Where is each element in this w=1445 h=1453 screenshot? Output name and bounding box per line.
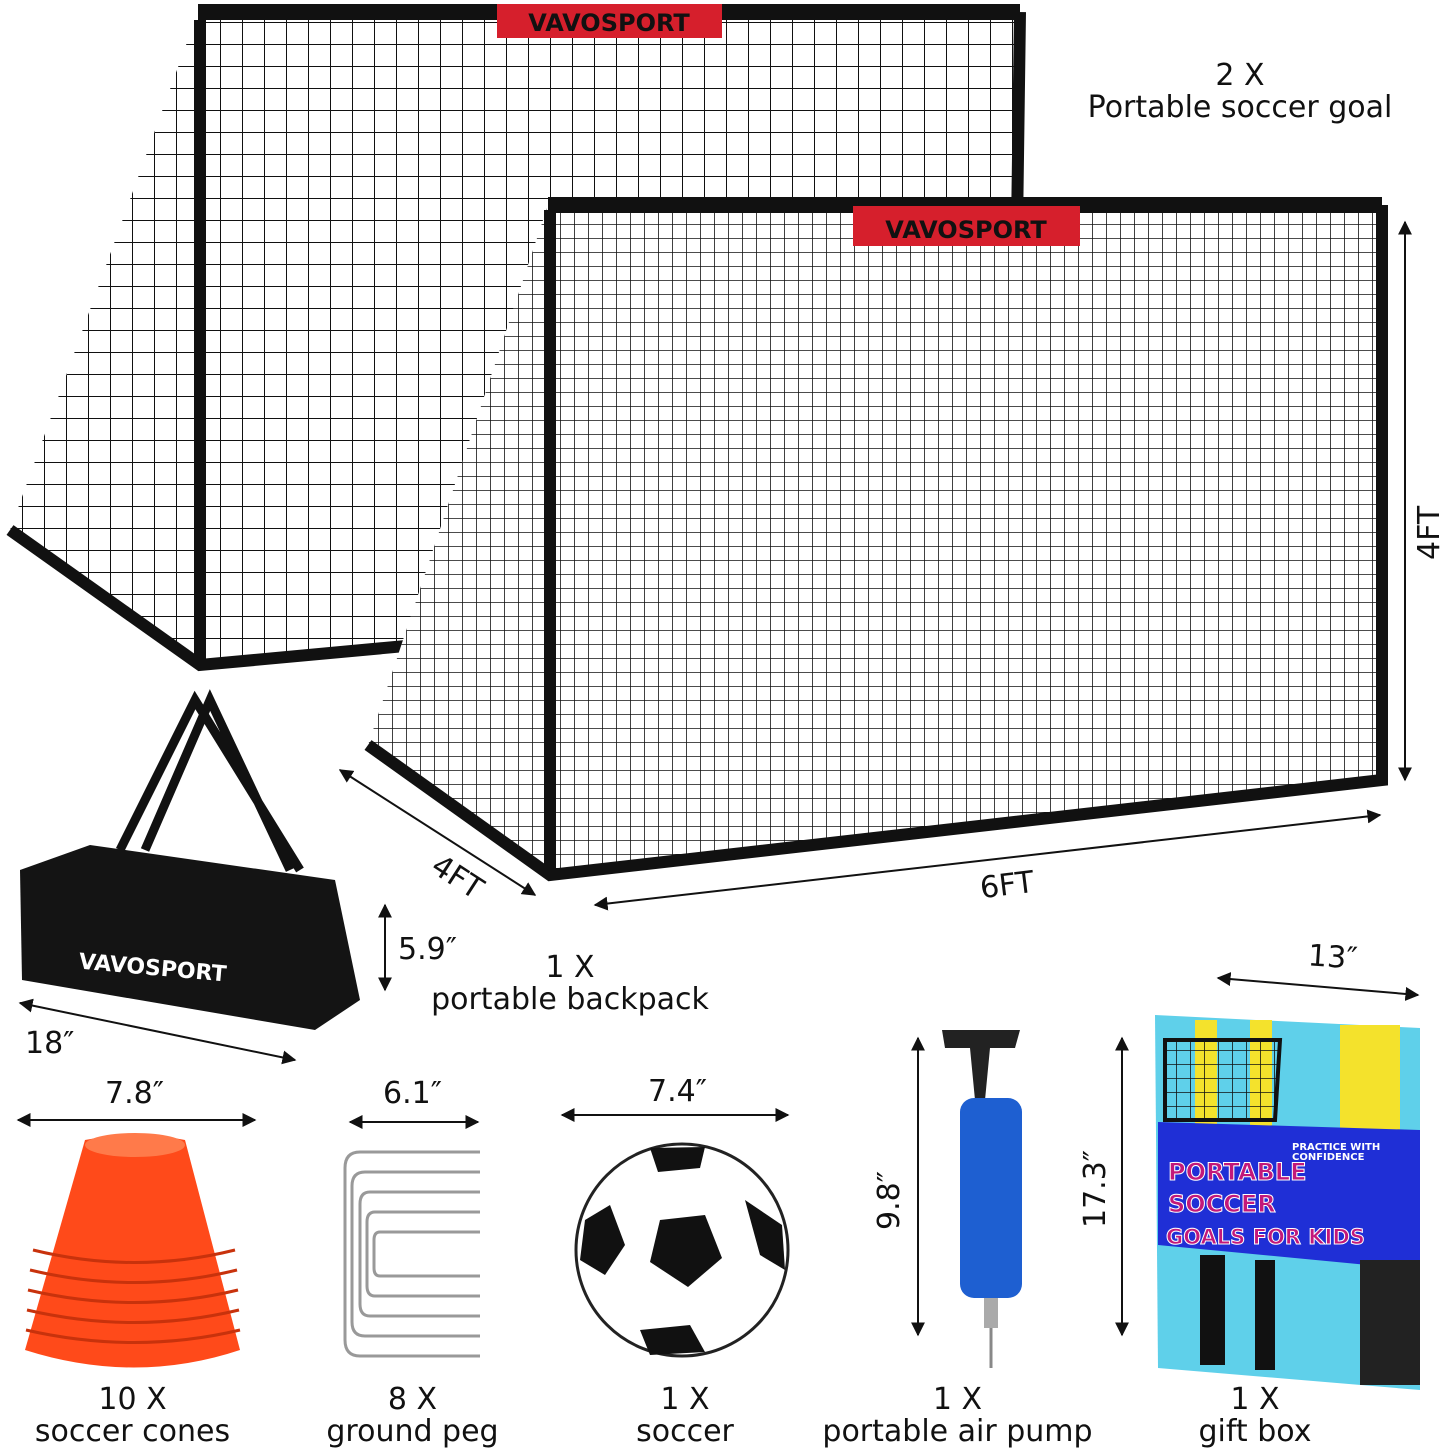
goal-height-label: 4FT (1412, 505, 1445, 560)
gift-box: PRACTICE WITH CONFIDENCE PORTABLE SOCCER… (1155, 1015, 1420, 1390)
backpack-length-label: 18″ (25, 1026, 75, 1061)
svg-text:CONFIDENCE: CONFIDENCE (1292, 1152, 1365, 1163)
pump-size-label: 9.8″ (872, 1171, 907, 1230)
backpack-height-label: 5.9″ (398, 932, 457, 967)
soccer-goal-front: VAVOSPORT (364, 197, 1388, 882)
air-pump (942, 1030, 1022, 1368)
goal-depth-arrow (338, 769, 537, 896)
svg-text:PORTABLE: PORTABLE (1168, 1158, 1306, 1186)
goal-brand-label: VAVOSPORT (528, 9, 690, 37)
backpack: VAVOSPORT (20, 689, 360, 1030)
goal-width-arrow (593, 809, 1382, 911)
svg-text:SOCCER: SOCCER (1168, 1190, 1276, 1218)
soccer-ball (574, 1142, 790, 1358)
goal-width-label: 6FT (978, 864, 1037, 907)
goal-brand-label: VAVOSPORT (885, 216, 1047, 244)
cones-size-label: 7.8″ (105, 1076, 164, 1111)
svg-text:PRACTICE WITH: PRACTICE WITH (1292, 1142, 1380, 1153)
giftbox-height-label: 17.3″ (1078, 1149, 1113, 1228)
ground-pegs (343, 1150, 480, 1358)
ball-size-label: 7.4″ (648, 1074, 707, 1109)
giftbox-width-label: 13″ (1306, 938, 1359, 977)
soccer-cones (25, 1133, 241, 1368)
peg-size-label: 6.1″ (383, 1076, 442, 1111)
svg-text:GOALS FOR KIDS: GOALS FOR KIDS (1166, 1225, 1365, 1249)
